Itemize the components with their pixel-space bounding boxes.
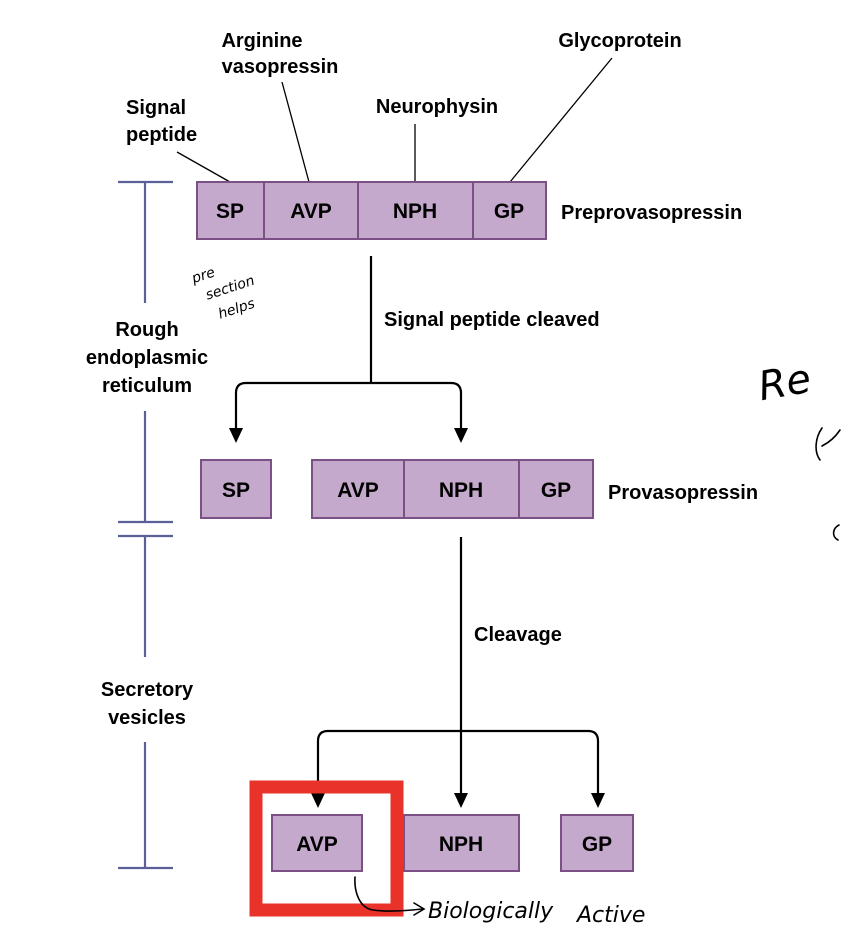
hand-right-scribble-2 (832, 524, 840, 541)
leader-lines (176, 57, 613, 183)
split-arrow (229, 256, 468, 443)
label-vasopressin: vasopressin (222, 56, 339, 78)
segment-gp-2: GP (541, 479, 571, 502)
hand-right-edge: Re (755, 356, 815, 410)
label-peptide: peptide (126, 124, 197, 146)
hand-note-1: pre (189, 265, 217, 288)
label-provasopressin: Provasopressin (608, 482, 758, 504)
segment-avp-2: AVP (337, 479, 379, 502)
region-label-secretory-2: vesicles (108, 707, 186, 729)
segment-nph-2: NPH (439, 479, 483, 502)
segment-sp: SP (216, 200, 244, 223)
final-products: AVP NPH GP (271, 814, 634, 872)
region-label-rough-er-2: endoplasmic (86, 347, 208, 369)
label-arginine: Arginine (221, 30, 302, 52)
label-neurophysin: Neurophysin (376, 96, 498, 118)
segment-gp-final: GP (582, 833, 612, 856)
handwritten-left-note: pre section helps (189, 265, 257, 323)
segment-nph-final: NPH (439, 833, 483, 856)
region-bar (118, 180, 173, 870)
label-cleavage: Cleavage (474, 624, 562, 646)
label-signal: Signal (126, 97, 186, 119)
region-label-rough-er-3: reticulum (102, 375, 192, 397)
label-signal-peptide-cleaved: Signal peptide cleaved (384, 309, 600, 331)
hand-right-scribble-1 (815, 427, 841, 461)
segment-nph: NPH (393, 200, 437, 223)
avp-highlight-box (249, 780, 404, 917)
preprovasopressin-chain: SP AVP NPH GP (196, 181, 547, 240)
label-preprovasopressin: Preprovasopressin (561, 202, 742, 224)
provasopressin-chain: AVP NPH GP (311, 459, 594, 519)
segment-sp-free: SP (222, 479, 250, 502)
label-glycoprotein: Glycoprotein (558, 30, 681, 52)
hand-arrowhead (413, 902, 426, 916)
cleaved-sp: SP (200, 459, 272, 519)
region-label-rough-er-1: Rough (115, 319, 178, 341)
hand-hook-arrow (354, 876, 423, 912)
segment-avp: AVP (290, 200, 332, 223)
segment-avp-final: AVP (296, 833, 338, 856)
segment-gp: GP (494, 200, 524, 223)
hand-biologically: Biologically (428, 899, 554, 924)
hand-note-3: helps (216, 296, 257, 323)
region-label-secretory-1: Secretory (101, 679, 194, 701)
cleavage-arrow (311, 537, 605, 808)
hand-active: Active (575, 903, 645, 928)
